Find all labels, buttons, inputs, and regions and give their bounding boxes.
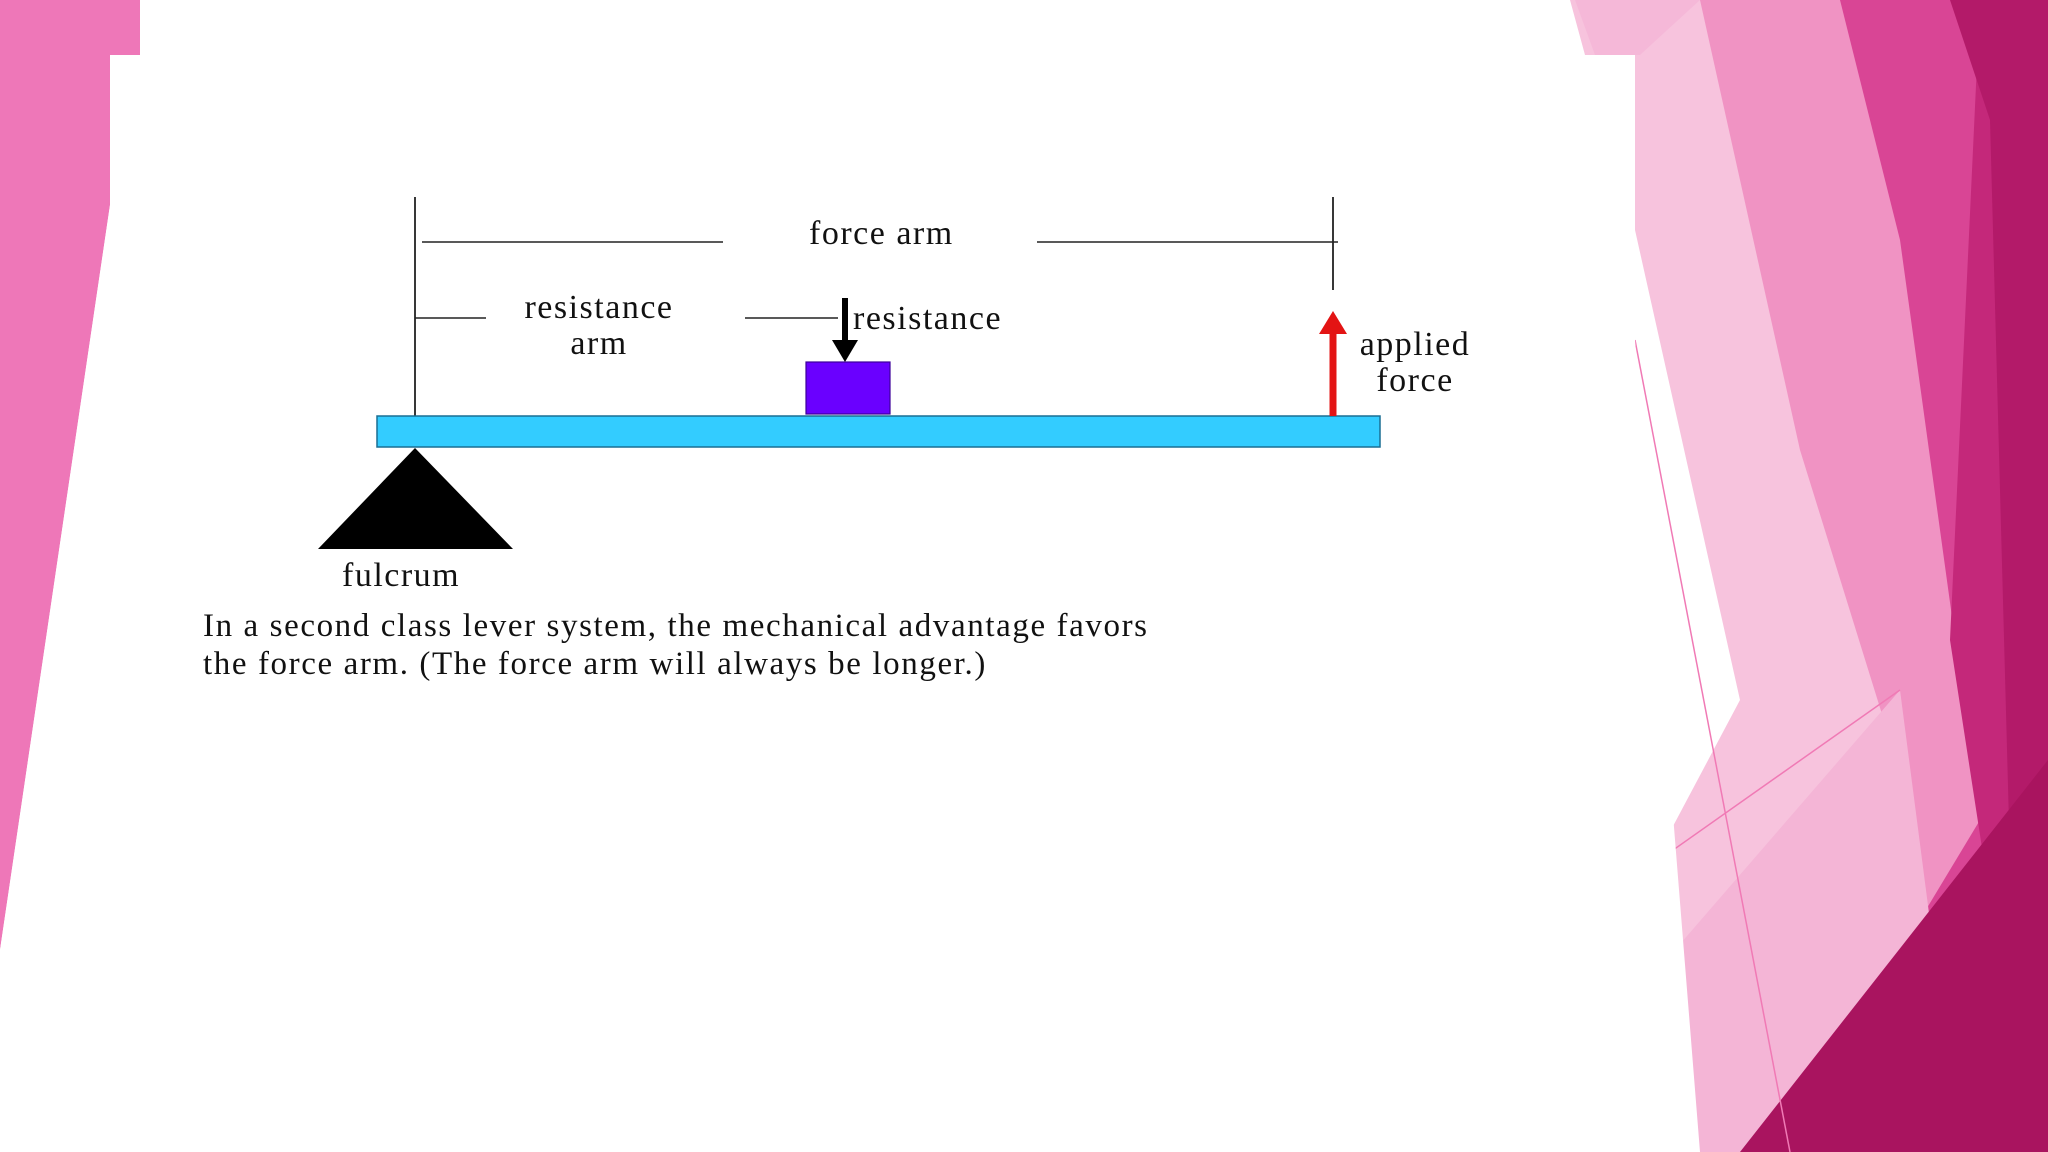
resistance-arm-label-line1: resistance bbox=[524, 289, 674, 326]
applied-force-label: applied force bbox=[1336, 327, 1494, 398]
resistance-label: resistance bbox=[853, 300, 1003, 337]
left-pink-band bbox=[0, 0, 140, 950]
caption-line2: the force arm. (The force arm will alway… bbox=[203, 646, 987, 682]
content-panel-bg bbox=[0, 55, 1700, 1152]
resistance-arm-label: resistance arm bbox=[491, 290, 707, 361]
caption-line1: In a second class lever system, the mech… bbox=[203, 608, 1149, 644]
applied-force-label-line2: force bbox=[1376, 361, 1454, 399]
resistance-arm-label-line2: arm bbox=[570, 324, 628, 362]
applied-force-label-line1: applied bbox=[1359, 326, 1471, 363]
lever-bar bbox=[376, 415, 1381, 448]
fulcrum-label: fulcrum bbox=[342, 557, 461, 594]
right-lower-dark bbox=[1740, 760, 2048, 1152]
resistance-arrow-head bbox=[832, 340, 858, 362]
resistance-box bbox=[805, 361, 891, 415]
force-arm-label: force arm bbox=[809, 215, 954, 252]
fulcrum-triangle bbox=[318, 448, 513, 549]
right-top-light bbox=[1575, 0, 1700, 55]
thin-diagonal-line-1 bbox=[1634, 339, 1791, 1152]
applied-force-arrow-head bbox=[1319, 311, 1347, 334]
caption: In a second class lever system, the mech… bbox=[203, 607, 1543, 683]
